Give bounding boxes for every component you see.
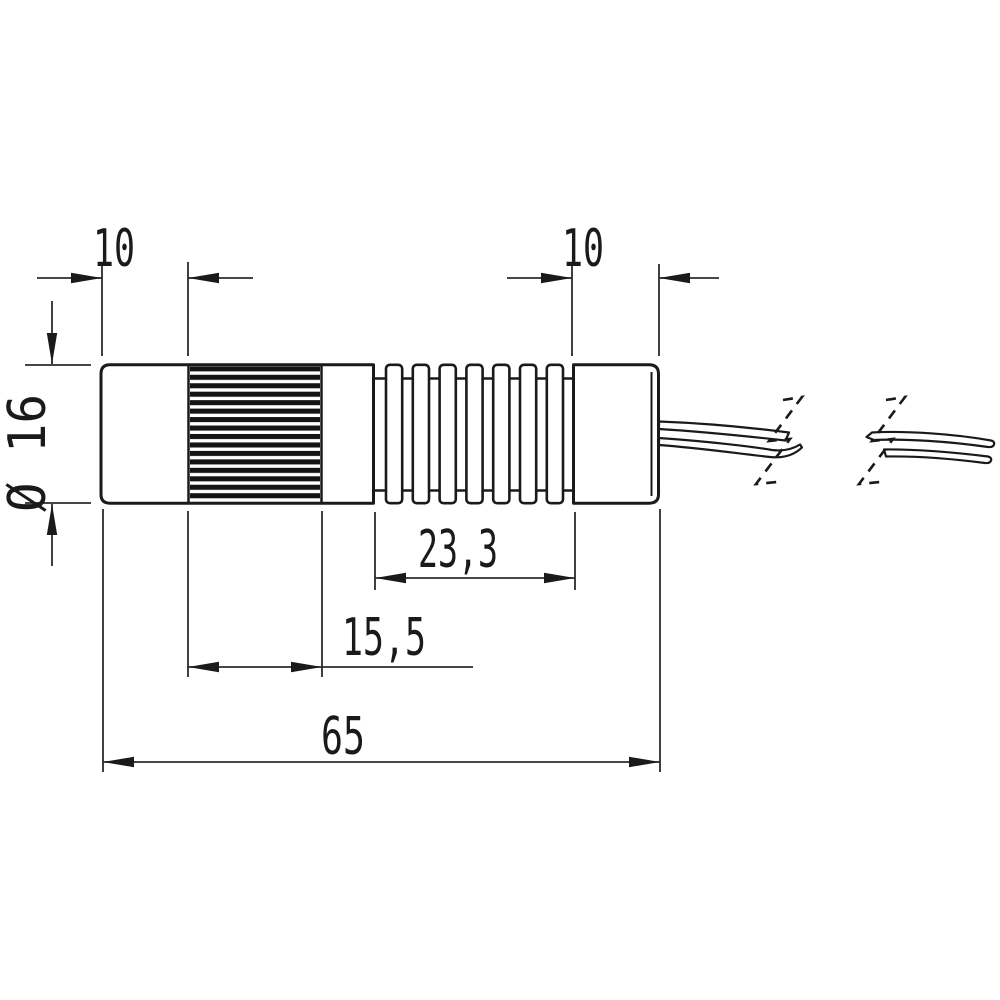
dimension-knurl-section: 15,5	[187, 511, 473, 677]
arrowhead	[103, 756, 134, 768]
arrowhead	[46, 333, 58, 364]
arrowhead	[659, 272, 690, 284]
dimension-fin-section: 23,3	[374, 512, 576, 590]
rib-2	[411, 363, 431, 505]
dimension-total-length: 65	[102, 509, 661, 772]
rib-4	[465, 363, 484, 505]
rib-7	[545, 363, 565, 505]
arrowhead	[188, 661, 219, 673]
dimension-front-length: 10	[37, 219, 253, 356]
fin-ribs	[384, 363, 565, 505]
rib-5	[491, 363, 511, 505]
dimension-value-fin-section: 23,3	[418, 520, 498, 580]
arrowhead	[375, 572, 406, 584]
dimension-value-rear: 10	[562, 219, 604, 279]
module-body	[99, 363, 660, 505]
dimension-value-knurl: 15,5	[342, 608, 426, 668]
wires	[657, 395, 996, 486]
arrowhead	[629, 756, 660, 768]
dimension-value-front: 10	[93, 219, 135, 279]
wire-upper-left	[657, 420, 791, 442]
arrowhead	[544, 572, 575, 584]
dimension-value-total: 65	[321, 707, 365, 767]
rib-3	[438, 363, 458, 505]
arrowhead	[46, 504, 58, 535]
arrowhead	[71, 272, 102, 284]
rib-1	[384, 363, 404, 505]
rib-6	[518, 363, 538, 505]
dimension-diameter: Ø 16	[0, 301, 91, 566]
arrowhead	[188, 272, 219, 284]
dimension-rear-length: 10	[507, 219, 719, 356]
knurl-band	[190, 366, 320, 502]
rear-cap-outline	[572, 363, 660, 505]
wire-lower-left	[657, 436, 804, 459]
arrowhead	[291, 661, 322, 673]
wire-lower-right	[882, 448, 993, 465]
arrowhead	[541, 272, 572, 284]
dimension-value-diameter: Ø 16	[0, 394, 58, 512]
wire-upper-right	[865, 430, 996, 449]
